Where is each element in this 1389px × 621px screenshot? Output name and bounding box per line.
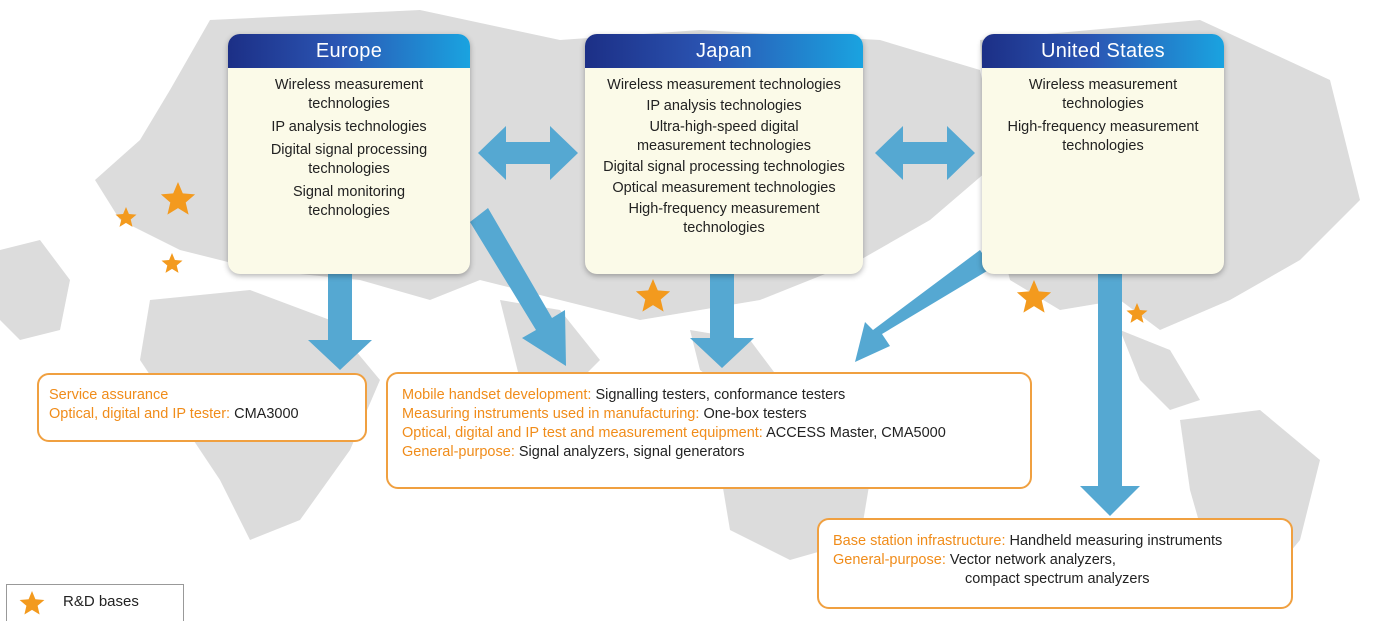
application-products: CMA3000 [234,406,299,422]
japan-down-arrow [690,274,754,368]
legend-label: R&D bases [63,593,139,610]
applications-global: Mobile handset development: Signalling t… [386,372,1032,489]
technology-item: Digital signal processing technologies [270,142,428,177]
technology-item: High-frequency measurement technologies [628,201,820,236]
europe-diagonal-arrow [470,208,566,366]
application-line: Base station infrastructure: Handheld me… [833,532,1291,551]
legend: R&D bases [6,584,184,621]
rd-base-star-icon [635,279,671,312]
rd-base-star-icon [1016,280,1052,313]
application-category: Optical, digital and IP test and measure… [402,425,763,441]
rd-base-star-icon [1126,303,1148,323]
hub-technology-list: Wireless measurement technologies IP ana… [228,68,470,221]
application-products: compact spectrum analyzers [965,571,1150,587]
application-line: Optical, digital and IP tester: CMA3000 [49,405,365,424]
rd-base-star-icon [115,207,137,227]
us-diagonal-arrow [855,250,992,362]
technology-item: Ultra-high-speed digital measurement tec… [636,119,812,154]
hub-title: Europe [228,34,470,68]
hub-europe: Europe Wireless measurement technologies… [228,34,470,274]
us-down-arrow [1080,274,1140,516]
technology-item: Optical measurement technologies [612,180,836,196]
technology-item: Signal monitoring technologies [292,184,406,219]
application-products: Signal analyzers, signal generators [518,444,745,460]
application-line: General-purpose: Signal analyzers, signa… [402,443,1030,462]
hub-united-states: United States Wireless measurement techn… [982,34,1224,274]
application-products: One-box testers [703,406,807,422]
technology-item: Wireless measurement technologies [274,77,424,112]
application-category: Service assurance [49,387,169,403]
application-category: General-purpose: [402,444,515,460]
application-products: Handheld measuring instruments [1009,533,1223,549]
application-category: Measuring instruments used in manufactur… [402,406,700,422]
technology-item: Digital signal processing technologies [603,159,845,175]
application-products: Signalling testers, conformance testers [595,387,846,403]
application-category: Base station infrastructure: [833,533,1006,549]
applications-europe: Service assurance Optical, digital and I… [37,373,367,442]
application-line: General-purpose: Vector network analyzer… [833,551,1291,570]
application-category: Optical, digital and IP tester: [49,406,231,422]
application-line: Service assurance [49,386,365,405]
hub-title: United States [982,34,1224,68]
hub-japan: Japan Wireless measurement technologies … [585,34,863,274]
application-category: Mobile handset development: [402,387,592,403]
star-icon [19,591,45,615]
application-category: General-purpose: [833,552,946,568]
application-line: Measuring instruments used in manufactur… [402,405,1030,424]
hub-title: Japan [585,34,863,68]
application-line: Optical, digital and IP test and measure… [402,424,1030,443]
hub-technology-list: Wireless measurement technologies High-f… [982,68,1224,156]
japan-us-double-arrow [875,126,975,180]
application-line: Mobile handset development: Signalling t… [402,386,1030,405]
technology-item: Wireless measurement technologies [607,77,841,93]
hub-technology-list: Wireless measurement technologies IP ana… [585,68,863,238]
applications-united-states: Base station infrastructure: Handheld me… [817,518,1293,609]
technology-item: IP analysis technologies [271,119,427,135]
europe-japan-double-arrow [478,126,578,180]
technology-item: Wireless measurement technologies [1028,77,1178,112]
application-line: compact spectrum analyzers [833,570,1291,589]
technology-item: IP analysis technologies [646,98,802,114]
rd-base-star-icon [161,253,183,273]
technology-item: High-frequency measurement technologies [1007,119,1199,154]
europe-down-arrow [308,274,372,370]
rd-base-star-icon [160,182,196,215]
application-products: Vector network analyzers, [949,552,1116,568]
application-products: ACCESS Master, CMA5000 [766,425,946,441]
